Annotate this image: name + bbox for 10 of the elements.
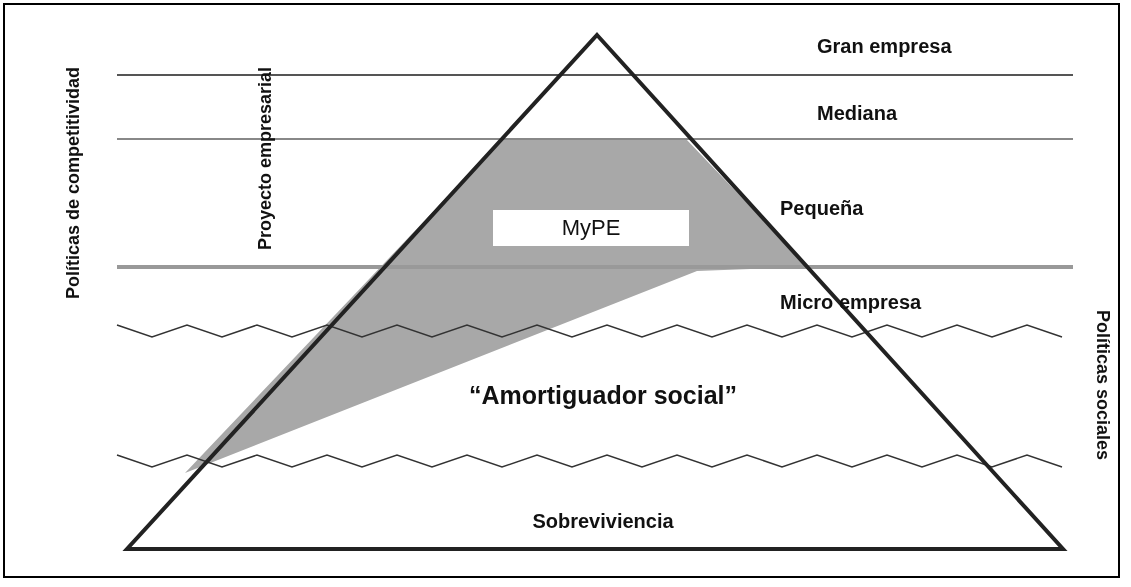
level-label: “Amortiguador social”	[468, 381, 738, 410]
label-box: MyPE	[493, 210, 689, 246]
level-label: Gran empresa	[817, 35, 952, 58]
level-label: Mediana	[817, 102, 898, 125]
level-label: Sobreviviencia	[532, 510, 674, 533]
level-label: Micro empresa	[780, 291, 922, 314]
level-label: Pequeña	[780, 197, 864, 220]
axis-label: Proyecto empresarial	[255, 67, 276, 251]
axis-label: Políticas sociales	[1092, 310, 1113, 461]
axis-label: Políticas de competitividad	[63, 67, 84, 300]
